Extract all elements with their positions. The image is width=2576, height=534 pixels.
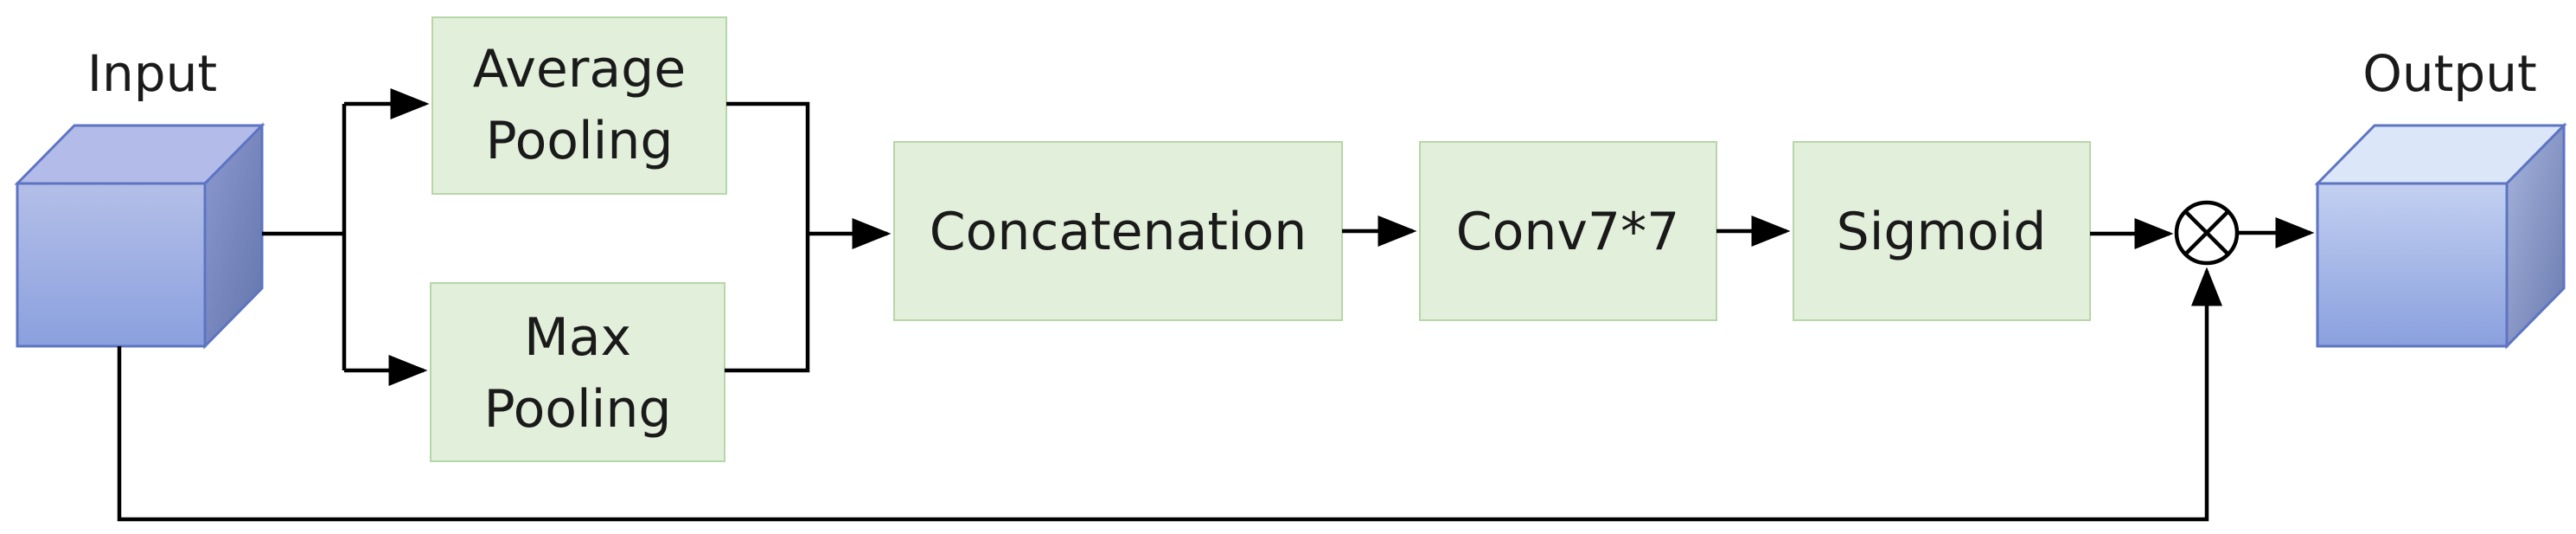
input-label: Input <box>87 44 217 103</box>
output-label: Output <box>2362 44 2536 103</box>
max-pooling-out-line <box>725 234 810 373</box>
average-pooling-label-line2: Pooling <box>486 111 674 171</box>
input-cube-front-face <box>16 182 207 348</box>
average-pooling-node: Average Pooling <box>431 16 727 195</box>
average-pooling-out-line <box>726 101 810 234</box>
input-cube <box>14 122 265 350</box>
max-pooling-label-line1: Max <box>524 307 631 368</box>
average-pooling-label-line1: Average <box>473 39 686 100</box>
output-cube-front-face <box>2316 182 2509 348</box>
conv-node: Conv7*7 <box>1419 141 1717 321</box>
max-pooling-node: Max Pooling <box>430 282 725 462</box>
output-cube <box>2314 122 2567 350</box>
skip-connection-line <box>117 267 2222 522</box>
connections <box>117 88 2315 522</box>
sigmoid-label: Sigmoid <box>1837 202 2047 262</box>
concatenation-node: Concatenation <box>893 141 1343 321</box>
conv-label: Conv7*7 <box>1456 202 1680 262</box>
sigmoid-node: Sigmoid <box>1793 141 2091 321</box>
multiply-operator <box>2174 200 2240 266</box>
max-pooling-label-line2: Pooling <box>484 379 672 440</box>
concatenation-label: Concatenation <box>930 202 1307 262</box>
